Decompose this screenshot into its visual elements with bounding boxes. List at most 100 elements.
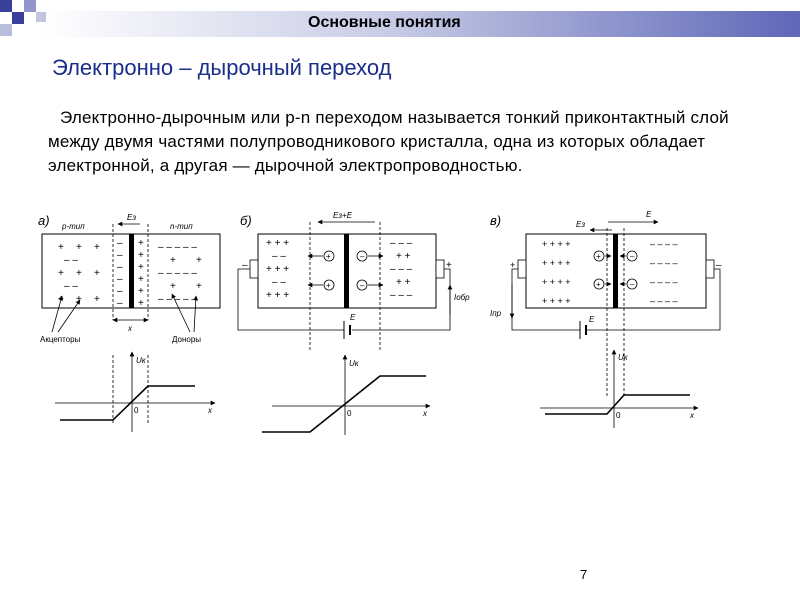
svg-text:+ + +: + + +: [266, 238, 289, 249]
svg-text:+: +: [58, 268, 64, 279]
potential-curve-c: [545, 394, 690, 415]
junction-a: [129, 234, 134, 308]
diagram-c-label: в): [490, 213, 501, 228]
svg-text:+ + +: + + +: [266, 290, 289, 301]
source-label-c: E: [589, 315, 595, 324]
electron-circle-c1: –: [630, 252, 635, 261]
n-type-label: n-тип: [170, 222, 193, 231]
uk-label-a: Uк: [136, 356, 147, 365]
svg-text:– – – –: – – – –: [650, 296, 678, 306]
definition-paragraph: Электронно-дырочным или p-n переходом на…: [48, 108, 729, 175]
donor-arrow-2: [193, 295, 199, 333]
svg-text:– – – – –: – – – – –: [158, 242, 197, 253]
diagram-b: б) Eз+E + + + – – + + + – – + + + – – – …: [237, 211, 470, 435]
diagram-b-label: б): [240, 213, 252, 228]
svg-text:+: +: [76, 268, 82, 279]
svg-text:– –: – –: [272, 277, 286, 288]
x-mark-a: x: [127, 324, 133, 333]
svg-text:+: +: [94, 294, 100, 305]
svg-text:+ + + +: + + + +: [542, 296, 571, 306]
svg-text:–: –: [117, 250, 123, 261]
svg-text:–: –: [117, 274, 123, 285]
current-label-c: Iпр: [490, 309, 502, 318]
header-square-2: [12, 12, 24, 24]
junction-b: [344, 234, 349, 308]
diagram-a: а) p-тип n-тип Eз +++ – – +++ – – +++ ––…: [38, 213, 221, 432]
field-external-label-c: E: [646, 210, 652, 219]
donors-label: Доноры: [172, 335, 201, 344]
contact-right-b: [435, 259, 445, 279]
field-label-b: Eз+E: [333, 211, 353, 220]
circuit-left-b: [237, 268, 344, 331]
zero-label-b: 0: [347, 409, 352, 418]
svg-text:+: +: [94, 268, 100, 279]
svg-text:– – – – –: – – – – –: [158, 294, 197, 305]
svg-text:+: +: [170, 255, 176, 266]
svg-text:–: –: [117, 262, 123, 273]
svg-text:+: +: [138, 298, 144, 309]
electron-circle-b1: –: [360, 252, 365, 261]
svg-text:– –: – –: [64, 255, 78, 266]
field-internal-label-c: Eз: [576, 220, 585, 229]
contact-right-c: [705, 259, 715, 279]
svg-text:+ + + +: + + + +: [542, 258, 571, 268]
field-label-a: Eз: [127, 213, 136, 222]
svg-text:– – – –: – – – –: [650, 258, 678, 268]
source-label-b: E: [350, 313, 356, 322]
pn-junction-diagrams: а) p-тип n-тип Eз +++ – – +++ – – +++ ––…: [38, 210, 722, 435]
svg-text:+: +: [94, 242, 100, 253]
svg-text:– – –: – – –: [390, 238, 413, 249]
svg-text:– – – –: – – – –: [650, 277, 678, 287]
potential-curve-b: [262, 375, 426, 433]
svg-text:– –: – –: [272, 251, 286, 262]
uk-label-b: Uк: [349, 359, 360, 368]
header-title: Основные понятия: [308, 14, 461, 31]
acceptors-label: Акцепторы: [40, 335, 81, 344]
junction-c: [613, 234, 618, 308]
electron-circle-b2: –: [360, 281, 365, 290]
svg-text:– – –: – – –: [390, 290, 413, 301]
svg-text:–: –: [117, 298, 123, 309]
diagram-c: в) Eз E + + + + + + + + + + + + + + + + …: [490, 210, 722, 428]
minus-terminal-b: –: [242, 260, 248, 271]
svg-text:– – –: – – –: [390, 264, 413, 275]
plus-terminal-b: +: [446, 260, 452, 271]
svg-text:–: –: [117, 238, 123, 249]
svg-text:– – – – –: – – – – –: [158, 268, 197, 279]
zero-label-a: 0: [134, 406, 139, 415]
header-band: Основные понятия: [0, 0, 800, 42]
hole-circle-b1: +: [326, 252, 331, 261]
svg-text:+: +: [196, 255, 202, 266]
svg-text:+: +: [76, 242, 82, 253]
svg-text:+: +: [138, 250, 144, 261]
contact-left-c: [517, 259, 527, 279]
svg-text:– –: – –: [64, 281, 78, 292]
header-gradient: [40, 11, 800, 37]
potential-curve-a: [60, 385, 195, 421]
slide-title: Электронно – дырочный переход: [52, 55, 392, 80]
svg-text:+: +: [170, 281, 176, 292]
svg-text:+: +: [138, 286, 144, 297]
donor-arrow-1: [171, 293, 191, 333]
x-axis-label-c: x: [689, 411, 695, 420]
acceptor-arrow-1: [51, 295, 64, 333]
minus-terminal-c: –: [716, 260, 722, 271]
header-square-5: [36, 12, 46, 22]
diagram-a-label: а): [38, 213, 50, 228]
svg-text:+: +: [196, 281, 202, 292]
svg-text:– – – –: – – – –: [650, 239, 678, 249]
svg-text:+: +: [58, 242, 64, 253]
svg-text:+: +: [138, 274, 144, 285]
electron-circle-c2: –: [630, 280, 635, 289]
svg-text:+ + + +: + + + +: [542, 239, 571, 249]
circuit-right-c: [586, 268, 721, 331]
header-square-1: [0, 0, 12, 12]
plus-terminal-c: +: [510, 260, 515, 270]
svg-text:+ + + +: + + + +: [542, 277, 571, 287]
current-label-b: Iобр: [454, 293, 470, 302]
svg-text:+ +: + +: [396, 251, 411, 262]
p-type-label: p-тип: [61, 222, 85, 231]
svg-text:+: +: [138, 238, 144, 249]
svg-text:–: –: [117, 286, 123, 297]
x-axis-label-b: x: [422, 409, 428, 418]
